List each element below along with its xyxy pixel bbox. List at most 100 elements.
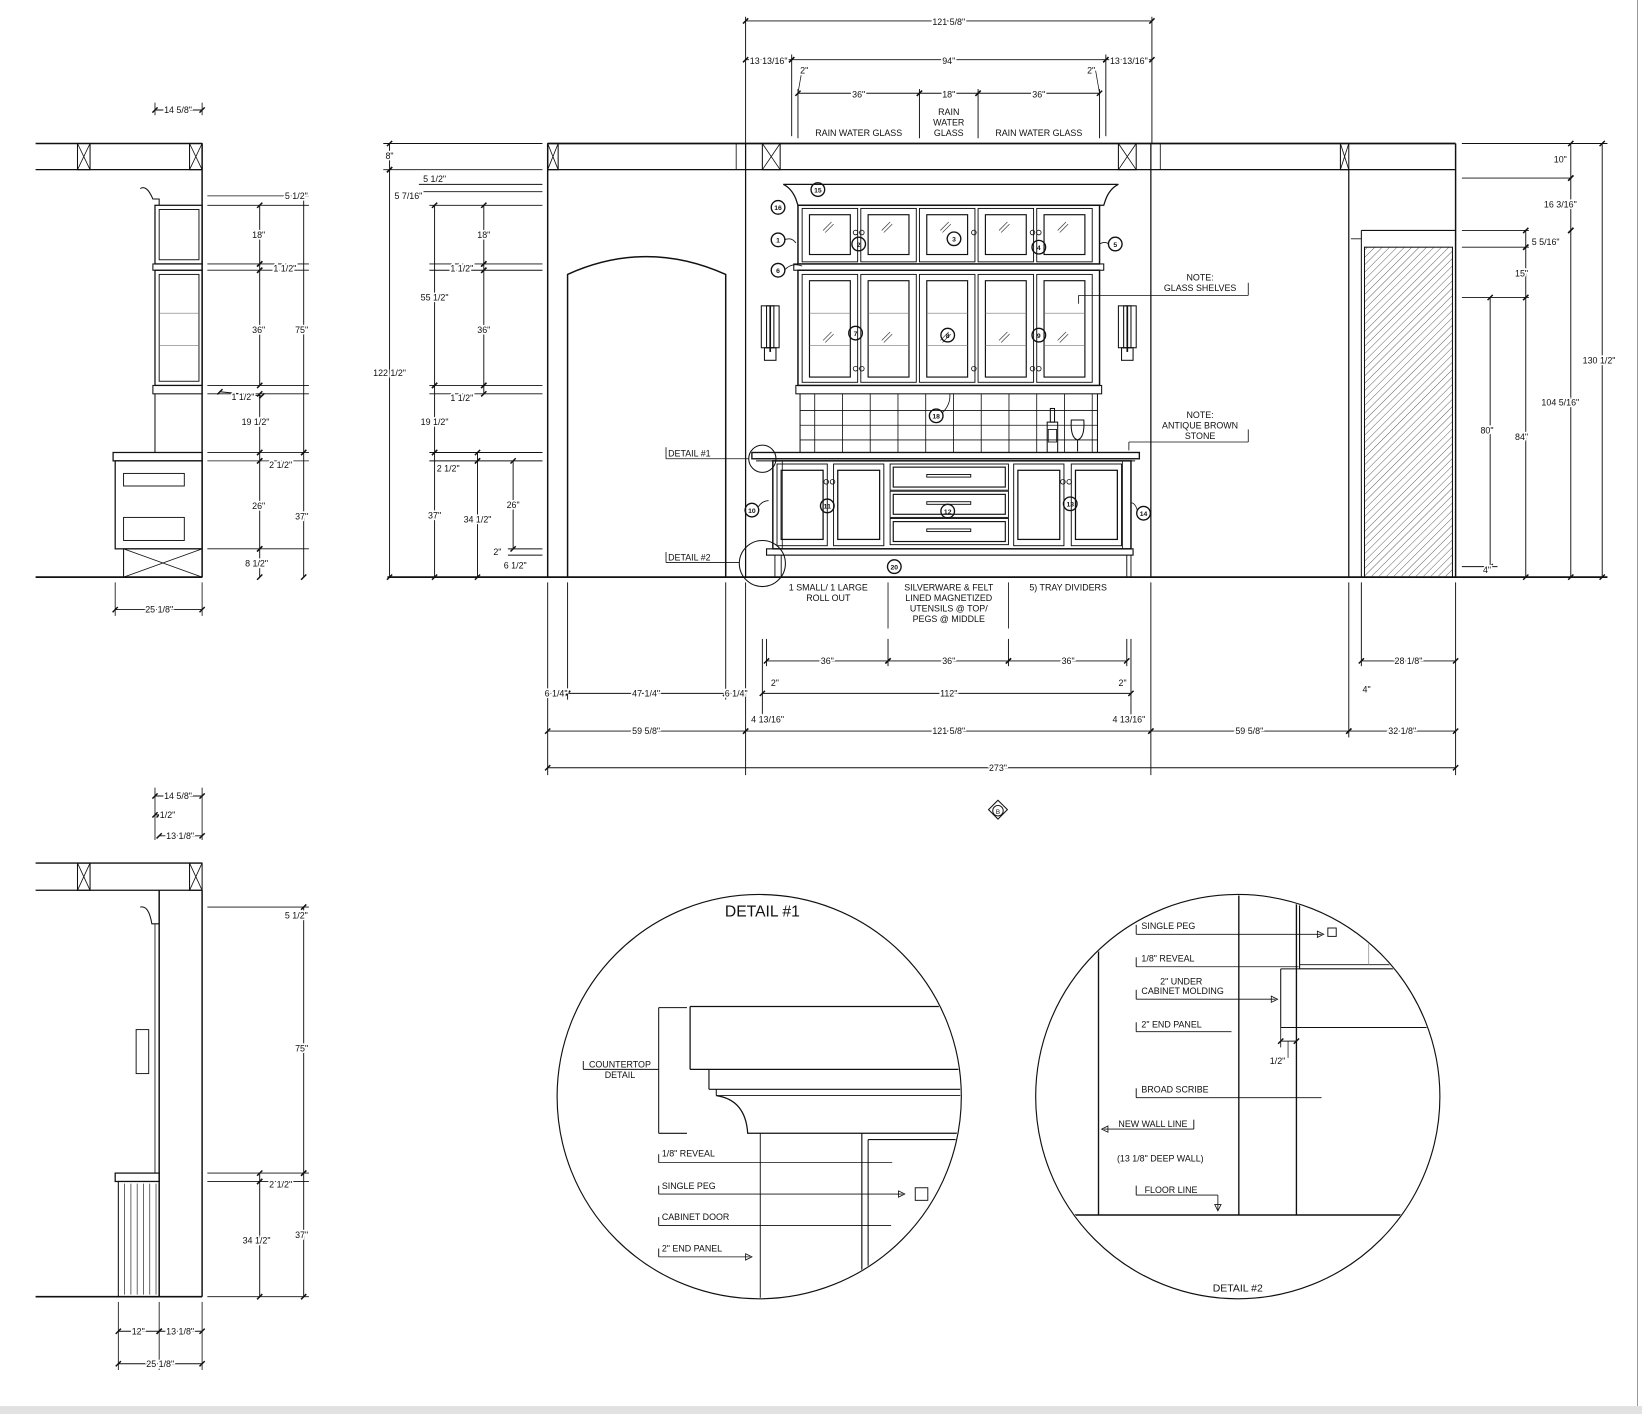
detail-2-label: (13 1/8" DEEP WALL) [1117,1154,1204,1164]
glass-panel [926,280,969,378]
dimension-tick [1452,657,1459,665]
countertop-detail-label: DETAIL [605,1070,636,1080]
door-knob [859,229,865,236]
dimension-label: 18" [252,230,265,240]
peg-square [914,1187,929,1201]
dimension-tick [1567,573,1574,581]
dimension-tick [431,382,438,389]
dimension-label: 4" [1363,684,1371,694]
dimension-label: 34 1/2" [464,515,492,525]
dimension-tick [759,690,766,697]
dimension-tick [386,573,393,581]
dimension-tick [480,382,487,389]
dimension-label: 6 1/2" [504,561,527,571]
dimension-tick [884,657,892,665]
callout-number: 10 [748,508,756,515]
drawer [889,463,1009,491]
callout-circle [940,503,956,519]
detail-1-circle [556,893,962,1300]
dimension-tick [480,390,487,397]
side-countertop [112,451,203,462]
dimension-label: 37" [428,510,441,520]
door-knob [1066,479,1072,485]
glass-hatch-icon [881,331,891,341]
sconce-base [763,347,777,361]
dimension-label: 4 13/16" [751,715,784,725]
detail-2-reference: DETAIL #2 [668,552,711,562]
callout-number: 2 [857,242,861,249]
dimension-label: 75" [295,1044,308,1054]
side-drawer [123,516,185,541]
callout-number: 15 [814,187,822,194]
door-knob [859,365,865,372]
callout-number: 5 [1113,242,1117,249]
door-knob [1060,479,1066,485]
callout-circle [940,327,956,343]
callout-circle [851,236,867,252]
callout-number: 4 [1037,245,1041,252]
dimension-label: 13 1/8" [166,831,194,841]
dimension-tick [156,811,163,819]
path [1099,242,1110,245]
dimension-tick [151,811,159,819]
half-inch-dimension: 1/2" [1270,1056,1286,1066]
side-upper-cabinet [154,204,203,265]
beam-box [1339,142,1350,171]
door-panel [1017,469,1061,541]
callout-number: 6 [776,268,780,275]
callout-number: 12 [944,509,952,516]
dimension-tick [256,382,263,389]
drawer-note: PEGS @ MIDDLE [913,614,985,624]
glass-hatch-icon [824,333,834,343]
lower-glass-door [1036,273,1093,383]
arched-doorway [566,255,727,578]
dimension-tick [1102,56,1109,63]
dimension-tick [1148,17,1156,25]
glass-hatch-icon [1000,223,1010,233]
dimension-tick [386,166,393,173]
arrow-icon [1100,1125,1109,1133]
path [1130,502,1138,511]
glass-hatch-icon [1059,223,1069,233]
dimension-label: 2" [771,678,779,688]
dimension-tick [112,606,119,613]
beam-box [1117,142,1137,171]
dimension-tick [300,903,307,911]
path [942,393,951,413]
detail-2-circle [1035,893,1441,1300]
side-crown [140,906,160,925]
dimension-tick [300,573,307,581]
detail-2-label: NEW WALL LINE [1118,1119,1187,1129]
dimension-label: 2" [1087,65,1095,75]
rect [158,209,200,261]
dimension-label: 36" [252,325,265,335]
dimension-label: 15" [1515,269,1528,279]
detail-2-label: 2" UNDER [1160,977,1203,987]
dimension-tick [431,449,438,456]
upper-glass-door [1036,207,1093,263]
callout-circle [946,231,962,247]
callout-number: 18 [932,414,940,421]
dimension-tick [1123,657,1130,665]
dimension-tick [974,90,982,97]
glass-panel [1043,280,1086,378]
detail-2-label: FLOOR LINE [1145,1185,1198,1195]
dimension-tick [1096,90,1103,97]
window-bottom-bar [0,1406,1642,1414]
drawer-note: SILVERWARE & FELT [904,583,994,593]
glass-hatch-icon [822,331,832,341]
dimension-tick [256,545,263,552]
callout-number: 13 [1066,502,1074,509]
dimension-label: 112" [940,689,957,699]
dimension-label: 36" [852,89,865,99]
dimension-label: 34 1/2" [243,1235,271,1245]
note-antique-brown-stone: ANTIQUE BROWN [1162,420,1238,430]
dimension-label: 84" [1515,432,1528,442]
drawer-note: UTENSILS @ TOP/ [910,604,988,614]
dimension-label: 16 3/16" [1544,199,1577,209]
dimension-tick [1147,727,1155,735]
beam-cross [189,862,203,891]
dimension-label: 5 5/16" [1532,237,1560,247]
dimension-tick [1522,294,1529,301]
dimension-label: 59 5/8" [632,726,660,736]
